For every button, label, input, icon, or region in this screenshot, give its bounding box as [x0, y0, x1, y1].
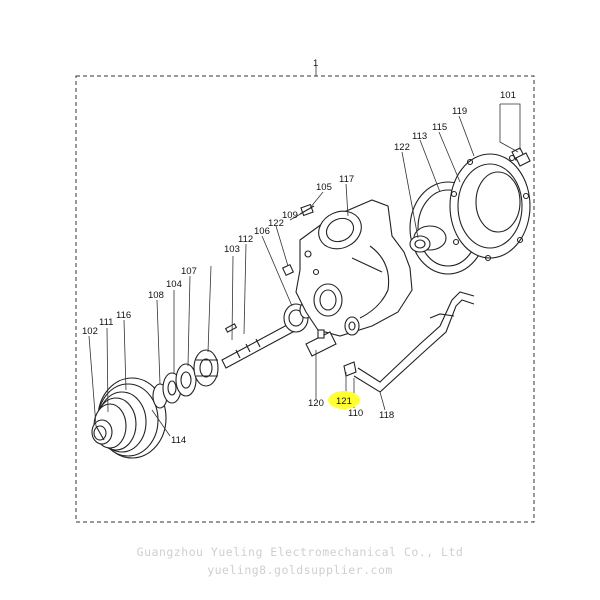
drain-valve-120 — [305, 316, 360, 377]
callout-104: 104 — [166, 279, 182, 290]
callout-112: 112 — [238, 234, 253, 245]
assembly-bracket: 1 — [75, 58, 535, 523]
footer-website: yueling8.goldsupplier.com — [207, 563, 393, 577]
housing-117 — [295, 199, 413, 337]
callout-110: 110 — [348, 408, 363, 419]
callout-115: 115 — [432, 122, 447, 133]
callout-108: 108 — [148, 290, 164, 301]
callout-119: 119 — [452, 106, 467, 117]
callout-113: 113 — [412, 131, 427, 142]
footer-company: Guangzhou Yueling Electromechanical Co.,… — [136, 545, 464, 559]
callout-105: 105 — [316, 182, 332, 193]
callout-107: 107 — [181, 266, 197, 277]
callout-106: 106 — [254, 226, 270, 237]
highlight-marker — [328, 391, 360, 409]
callouts: 101 102 103 104 105 106 107 108 109 110 … — [82, 90, 516, 446]
plug-122 — [281, 263, 295, 277]
cover-plate-119 — [449, 153, 531, 262]
callout-121: 121 — [336, 396, 352, 407]
callout-111: 111 — [99, 317, 113, 328]
callout-102: 102 — [82, 326, 98, 337]
callout-101: 101 — [500, 90, 516, 101]
bolts-101 — [511, 147, 531, 167]
callout-116: 116 — [116, 310, 131, 321]
callout-122-upper: 122 — [394, 142, 410, 153]
callout-1: 1 — [313, 58, 318, 69]
pulley-116 — [91, 377, 167, 459]
callout-120: 120 — [308, 398, 324, 409]
callout-114: 114 — [171, 435, 186, 446]
callout-117: 117 — [339, 174, 354, 185]
seal-stack — [152, 349, 219, 409]
callout-103: 103 — [224, 244, 240, 255]
leader-lines — [88, 103, 521, 437]
callout-109: 109 — [282, 210, 298, 221]
callout-118: 118 — [379, 410, 394, 421]
callout-122-lower: 122 — [268, 218, 284, 229]
